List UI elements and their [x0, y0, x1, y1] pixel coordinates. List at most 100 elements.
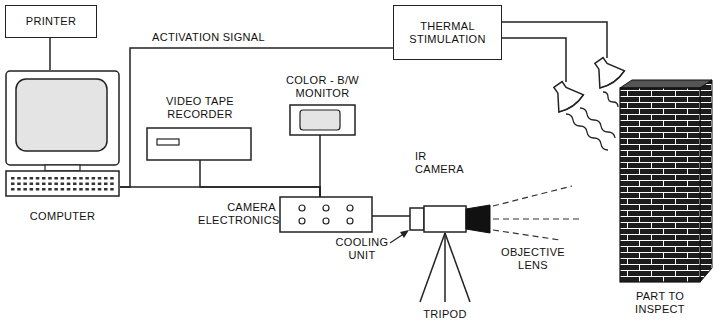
node-text-block: COLOR - B/W MONITOR — [282, 74, 363, 100]
objective-lens — [466, 205, 490, 233]
key — [79, 183, 83, 186]
key — [42, 188, 46, 191]
view-line — [493, 186, 572, 206]
key — [23, 177, 27, 180]
key — [36, 188, 40, 191]
key — [104, 188, 108, 191]
control-knob — [299, 205, 305, 211]
key — [73, 188, 77, 191]
key — [92, 188, 96, 191]
heat-waves — [566, 92, 618, 150]
cooling-unit — [410, 208, 424, 230]
key — [30, 183, 33, 186]
key — [110, 183, 114, 186]
tape-slot — [157, 139, 179, 145]
key — [92, 183, 96, 186]
monitor-body — [290, 105, 355, 135]
connector-line — [49, 38, 51, 70]
thermal-stimulation-box: THERMAL STIMULATION — [393, 5, 502, 60]
node-label: IR CAMERA — [415, 150, 467, 176]
node-label: COMPUTER — [5, 210, 120, 223]
node-label: PART TO INSPECT — [620, 290, 700, 316]
key — [36, 183, 40, 186]
connector-line — [120, 187, 320, 197]
monitor-node: COLOR - B/W MONITOR — [282, 72, 363, 136]
key — [17, 183, 21, 186]
node-text-block: CAMERA ELECTRONICS — [198, 201, 276, 227]
keyboard — [6, 171, 119, 196]
monitor-casing — [6, 71, 119, 165]
key — [79, 188, 83, 191]
key — [30, 177, 33, 180]
key — [11, 183, 15, 186]
key — [104, 183, 108, 186]
key — [54, 183, 58, 186]
node-label: VIDEO TAPE RECORDER — [145, 95, 255, 121]
signal-label: ACTIVATION SIGNAL — [150, 31, 267, 44]
node-label: THERMAL STIMULATION — [399, 20, 496, 46]
lamp-rim — [559, 95, 585, 115]
wall-shape — [603, 78, 715, 324]
wall-front — [620, 88, 700, 282]
cooling-leader — [390, 230, 409, 243]
lamp-reflector — [587, 52, 626, 91]
control-knob — [299, 218, 305, 224]
cam-shape — [405, 150, 495, 234]
connector-line — [120, 48, 393, 187]
view-line — [493, 218, 582, 219]
key — [11, 188, 15, 191]
key — [42, 177, 46, 180]
view-line — [493, 230, 560, 240]
key — [85, 183, 89, 186]
video-recorder: VIDEO TAPE RECORDER — [145, 93, 255, 161]
control-knob — [323, 205, 329, 211]
connector-line — [372, 215, 410, 217]
key — [61, 188, 65, 191]
key — [17, 188, 21, 191]
part-to-inspect: PART TO INSPECT — [603, 78, 715, 324]
node-label: COLOR - B/W MONITOR — [282, 74, 363, 100]
heat-wave — [566, 114, 608, 150]
computer-node: COMPUTER — [5, 70, 123, 230]
key — [85, 177, 89, 180]
leader-arrowhead — [400, 230, 409, 238]
tripod-leg — [445, 233, 470, 302]
printer-box: PRINTER — [5, 5, 97, 38]
ir-camera: IR CAMERA — [405, 150, 495, 234]
key — [98, 177, 102, 180]
key — [67, 177, 71, 180]
key — [11, 177, 15, 180]
field-of-view — [493, 186, 582, 240]
wall-side — [700, 80, 712, 282]
lamp-wire — [500, 22, 607, 58]
control-knob — [347, 218, 353, 224]
wall-top — [620, 80, 712, 88]
key — [17, 177, 21, 180]
control-knob — [323, 218, 329, 224]
monitor-screen — [300, 110, 340, 130]
connector-line — [319, 135, 321, 197]
heat-lamp — [587, 52, 626, 91]
key — [73, 183, 77, 186]
key — [54, 188, 58, 191]
node-text-block: IR CAMERA — [415, 150, 467, 176]
tripod — [420, 233, 470, 302]
node-text-block: PART TO INSPECT — [620, 290, 700, 316]
node-text-block: VIDEO TAPE RECORDER — [145, 95, 255, 121]
node-label: PRINTER — [26, 15, 76, 28]
key — [79, 177, 83, 180]
key — [98, 188, 102, 191]
key — [48, 188, 52, 191]
monitor-stand — [45, 165, 80, 171]
part-callout: OBJECTIVE LENS — [497, 246, 569, 272]
key — [67, 188, 71, 191]
key — [61, 183, 65, 186]
part-callout: COOLING UNIT — [333, 236, 391, 262]
camera-body — [424, 206, 466, 232]
heat-wave — [580, 108, 615, 138]
control-knob — [347, 205, 353, 211]
key — [104, 177, 108, 180]
computer-screen — [16, 79, 107, 151]
key — [67, 183, 71, 186]
